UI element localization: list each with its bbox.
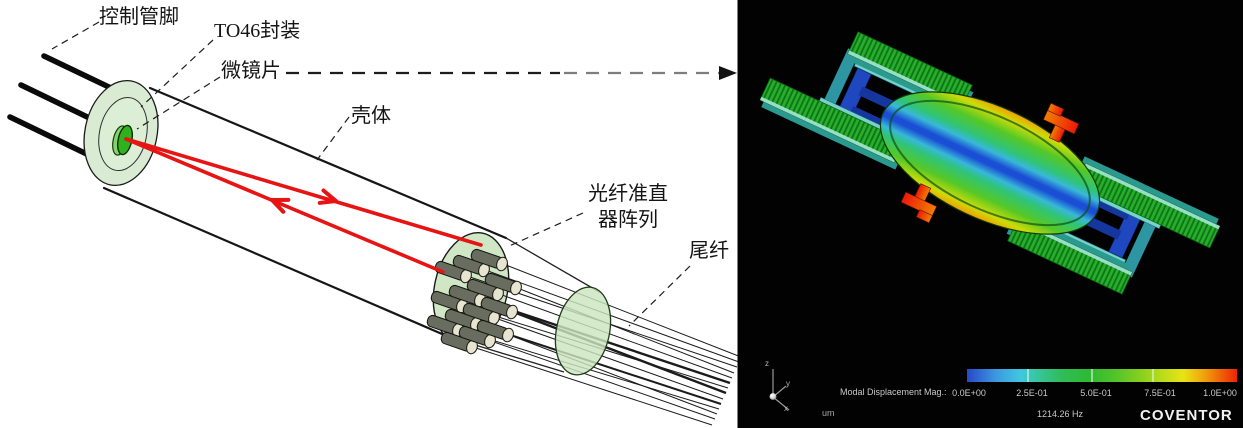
axis-label-x: x [784, 404, 788, 413]
label-control-pins: 控制管脚 [99, 6, 179, 28]
coventor-logo: COVENTOR [1140, 407, 1233, 424]
legend-tick-0: 0.0E+00 [952, 388, 986, 398]
axis-origin-sphere [769, 393, 777, 400]
lens-disk [554, 286, 612, 376]
axis-label-y: y [786, 379, 790, 388]
axis-triad [769, 369, 790, 411]
mems-structure [757, 6, 1223, 320]
label-housing: 壳体 [351, 105, 391, 127]
legend-tick-3: 7.5E-01 [1144, 388, 1176, 398]
beam-arrow-return [270, 197, 291, 214]
mirror-rim-groove [889, 99, 1091, 227]
frequency-label: 1214.26 Hz [1036, 409, 1084, 419]
colorbar [967, 369, 1237, 382]
unit-label: um [822, 408, 835, 418]
label-to46-package: TO46封装 [214, 20, 301, 42]
collimator-cylinders [424, 246, 524, 356]
callout-arrowhead [719, 66, 737, 80]
label-collimator-line1: 光纤准直 [588, 183, 668, 205]
label-collimator-array: 光纤准直 器阵列 [582, 181, 674, 233]
axis-label-z: z [765, 359, 769, 368]
laser-beams [124, 137, 483, 274]
label-collimator-line2: 器阵列 [598, 209, 658, 231]
legend-tick-4: 1.0E+00 [1203, 388, 1237, 398]
leader-lines [51, 21, 691, 327]
beam-arrow-forward [317, 188, 338, 205]
to46-package [83, 79, 159, 187]
label-micromirror: 微镜片 [221, 60, 281, 82]
legend-tick-1: 2.5E-01 [1016, 388, 1048, 398]
housing-outline [102, 86, 508, 339]
mirror-plate [879, 91, 1101, 235]
legend-tick-2: 5.0E-01 [1080, 388, 1112, 398]
legend-title: Modal Displacement Mag.: [840, 387, 947, 397]
label-pigtail: 尾纤 [689, 240, 729, 262]
callout-arrow [286, 66, 737, 80]
